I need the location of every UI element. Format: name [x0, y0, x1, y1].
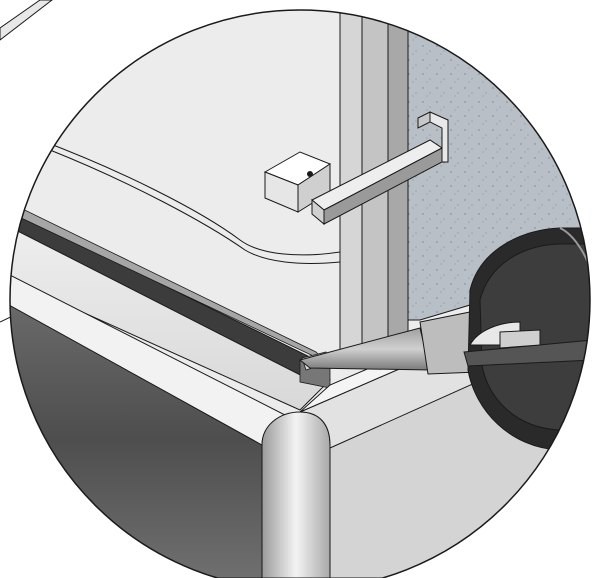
mounting-block — [263, 151, 332, 213]
basin-edge — [49, 149, 341, 264]
tray-corner — [261, 411, 331, 578]
leader-strip — [0, 0, 53, 41]
u-bracket — [311, 111, 449, 226]
caulk-gun — [298, 227, 590, 451]
basin-edge — [39, 139, 341, 256]
frame-post — [339, 10, 363, 351]
detail-circle — [9, 9, 591, 578]
